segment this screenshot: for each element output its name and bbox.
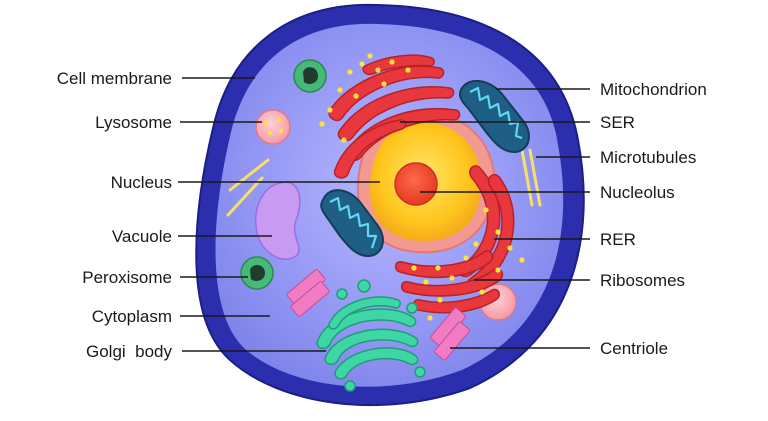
label-peroxisome: Peroxisome [82,268,172,287]
peroxisome-organelle [293,59,327,93]
label-nucleus: Nucleus [111,173,172,192]
label-vacuole: Vacuole [112,227,172,246]
leader-lines [178,77,590,352]
golgi-body-organelle [316,279,426,392]
label-microtubules: Microtubules [600,148,696,167]
label-ribosomes: Ribosomes [600,271,685,290]
label-ser: SER [600,113,635,132]
label-rer: RER [600,230,636,249]
mitochondrion-organelle [459,79,530,154]
label-centriole: Centriole [600,339,668,358]
label-mitochondrion: Mitochondrion [600,80,707,99]
mitochondrion-organelle-2 [320,189,384,258]
endoplasmic-reticulum-upper [328,54,461,179]
ribosomes [319,53,525,321]
vacuole-shape [255,181,301,260]
nucleolus-organelle [394,162,438,206]
microtubules [226,148,542,217]
endoplasmic-reticulum-lower [394,165,515,314]
centriole-organelle [286,269,470,361]
label-nucleolus: Nucleolus [600,183,675,202]
label-cell-membrane: Cell membrane [57,69,172,88]
lysosome-organelle [255,109,291,145]
label-lysosome: Lysosome [95,113,172,132]
label-golgi-body: Golgi body [86,342,172,361]
label-cytoplasm: Cytoplasm [92,307,172,326]
peroxisome-organelle-2 [240,256,274,290]
